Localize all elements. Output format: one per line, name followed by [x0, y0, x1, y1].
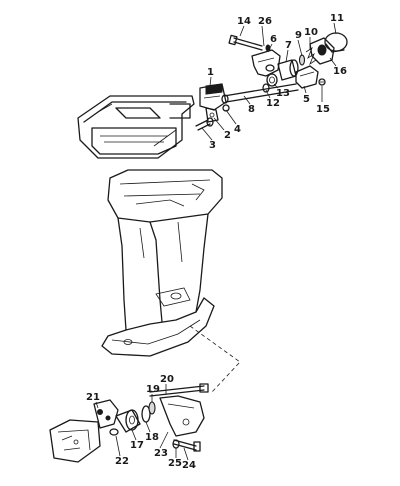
callout-22: 22 — [115, 456, 129, 467]
bracket-part-6 — [251, 49, 281, 77]
coupler-part-7 — [277, 59, 299, 81]
callout-20: 20 — [160, 374, 174, 385]
callout-9: 9 — [295, 30, 302, 41]
washer-part-26 — [265, 44, 271, 52]
screw-part-15 — [318, 78, 326, 86]
bracket-part-21 — [93, 399, 119, 429]
clip-part-16 — [309, 37, 335, 65]
bracket-part-23 — [159, 395, 205, 437]
callout-19: 19 — [146, 384, 160, 395]
callout-18: 18 — [145, 432, 159, 443]
washer-part-19 — [148, 401, 156, 415]
callout-12: 12 — [266, 98, 280, 109]
callout-15: 15 — [316, 104, 330, 115]
callout-5: 5 — [303, 94, 310, 105]
washer-part-9 — [298, 54, 306, 66]
callout-11: 11 — [330, 13, 344, 24]
callout-4: 4 — [234, 124, 241, 135]
leader-lines — [95, 22, 337, 461]
callout-25: 25 — [168, 458, 182, 469]
clip-part-5 — [295, 65, 319, 89]
upper-mount-plate — [77, 95, 195, 159]
callout-23: 23 — [154, 448, 168, 459]
callout-6: 6 — [270, 34, 277, 45]
nut-part-22 — [109, 428, 119, 436]
callout-7: 7 — [285, 40, 292, 51]
callout-8: 8 — [248, 104, 255, 115]
callout-24: 24 — [182, 460, 196, 471]
callout-13: 13 — [276, 88, 290, 99]
callout-3: 3 — [209, 140, 216, 151]
callout-2: 2 — [224, 130, 231, 141]
callout-14: 14 — [237, 16, 251, 27]
callout-16: 16 — [333, 66, 347, 77]
callout-21: 21 — [86, 392, 100, 403]
lever-part-2 — [205, 107, 219, 123]
callout-10: 10 — [304, 27, 318, 38]
callout-labels: 1 2 3 4 5 6 7 8 9 10 11 12 13 14 15 16 1… — [86, 13, 347, 471]
washer-part-4 — [222, 104, 230, 112]
bushing-part-17 — [115, 409, 141, 433]
bolt-part-14 — [228, 34, 263, 51]
bolt-part-3 — [195, 117, 214, 131]
lower-plate — [49, 419, 101, 463]
seal-part-12 — [262, 83, 270, 93]
bolt-part-20 — [149, 383, 209, 397]
bracket-part-1 — [199, 83, 227, 111]
callout-1: 1 — [207, 67, 214, 78]
main-housing — [101, 169, 223, 357]
collar-part-13 — [266, 73, 278, 87]
assembly-line — [189, 325, 241, 393]
callout-17: 17 — [130, 440, 144, 451]
callout-26: 26 — [258, 16, 272, 27]
